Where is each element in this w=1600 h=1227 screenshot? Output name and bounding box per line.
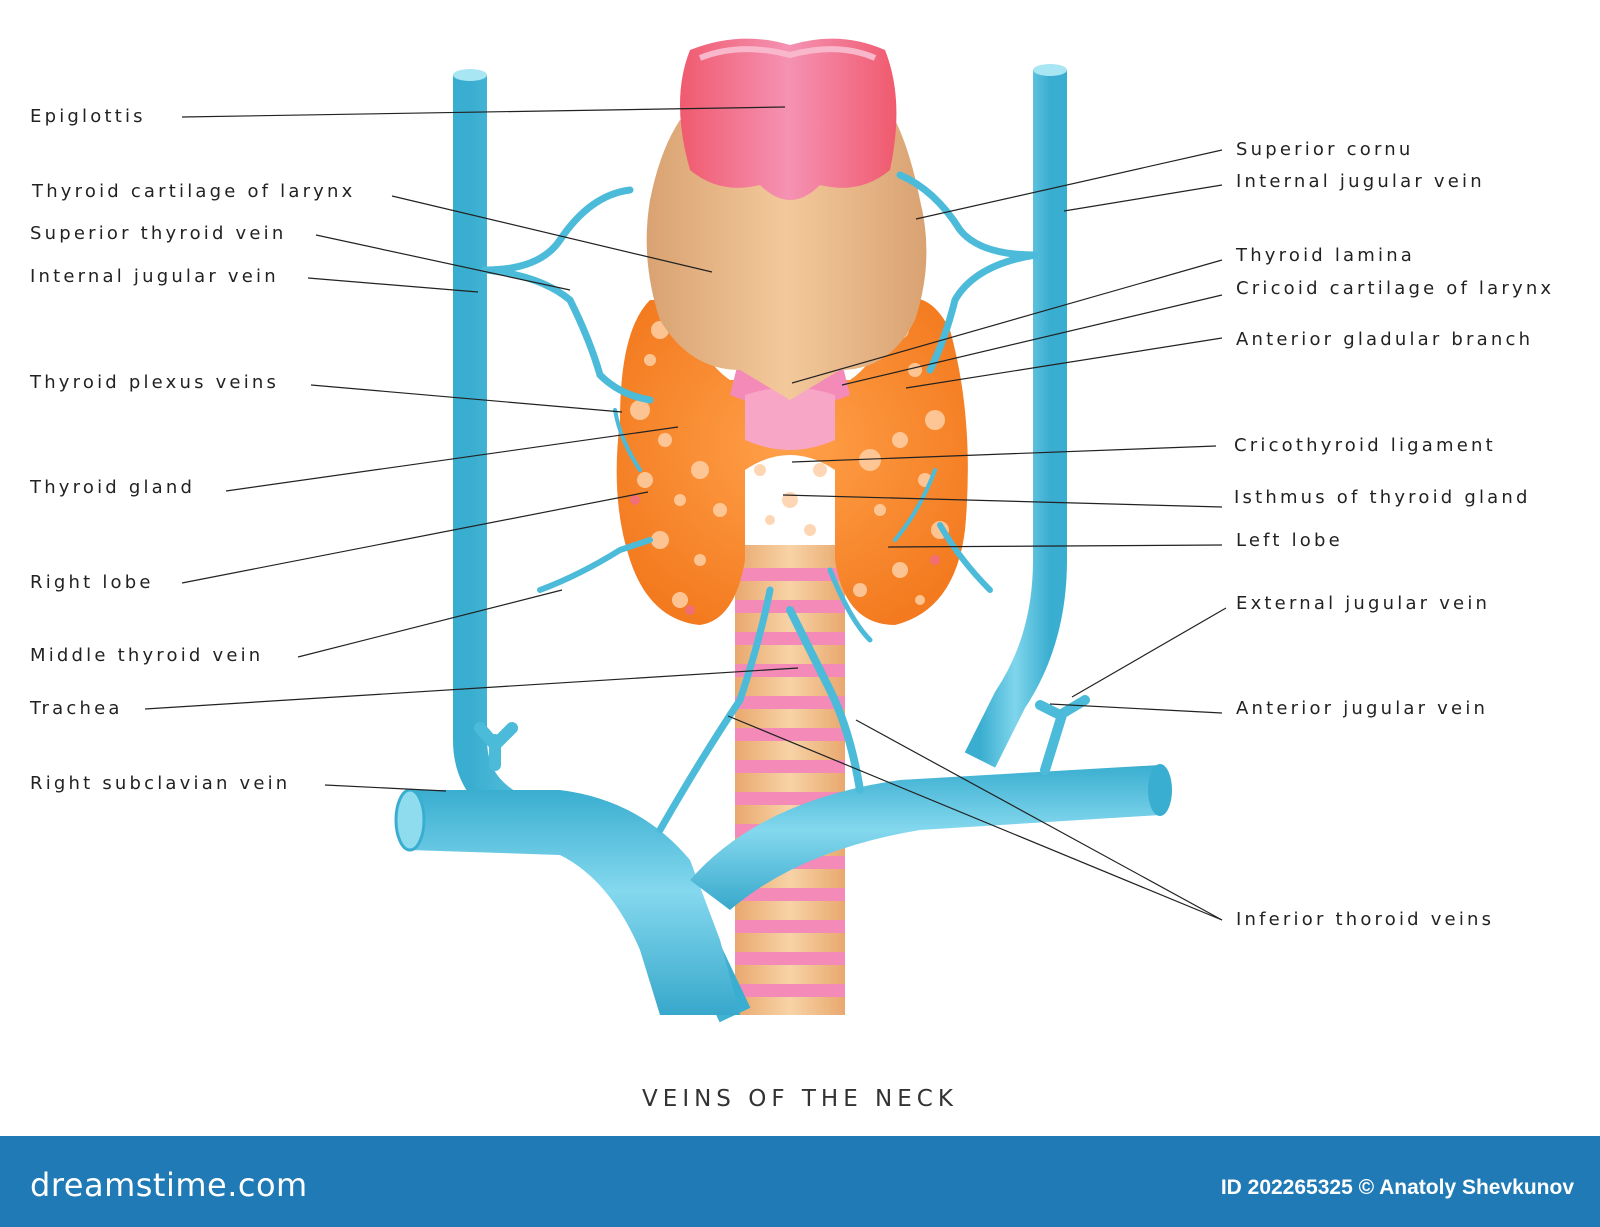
image-credit: ID 202265325 © Anatoly Shevkunov xyxy=(1220,1176,1574,1199)
label-right-lobe: Right lobe xyxy=(30,572,154,593)
label-thyroid-lamina: Thyroid lamina xyxy=(1236,245,1416,266)
label-cricothyroid-ligament: Cricothyroid ligament xyxy=(1234,435,1496,456)
label-isthmus: Isthmus of thyroid gland xyxy=(1234,487,1531,508)
neck-veins-illustration xyxy=(144,38,1227,1023)
small-veins xyxy=(481,171,1039,834)
label-thyroid-gland: Thyroid gland xyxy=(30,477,196,498)
label-epiglottis: Epiglottis xyxy=(30,106,146,127)
label-superior-thyroid-vein: Superior thyroid vein xyxy=(30,223,287,244)
trachea xyxy=(735,545,845,1015)
label-internal-jugular-vein-right: Internal jugular vein xyxy=(1236,171,1485,192)
diagram-stage: Epiglottis Thyroid cartilage of larynx S… xyxy=(30,38,1555,1112)
label-thyroid-cartilage: Thyroid cartilage of larynx xyxy=(32,181,356,202)
label-left-lobe: Left lobe xyxy=(1236,530,1343,551)
label-trachea: Trachea xyxy=(30,698,123,719)
subclavian-veins xyxy=(394,695,1172,1015)
label-anterior-glandular-branch: Anterior gladular branch xyxy=(1236,329,1534,350)
label-middle-thyroid-vein: Middle thyroid vein xyxy=(30,645,264,666)
label-anterior-jugular-vein: Anterior jugular vein xyxy=(1236,698,1489,719)
leader-lines xyxy=(144,106,1227,921)
label-superior-cornu: Superior cornu xyxy=(1236,139,1414,160)
larynx xyxy=(646,38,927,450)
label-right-subclavian-vein: Right subclavian vein xyxy=(30,773,291,794)
label-cricoid-cartilage: Cricoid cartilage of larynx xyxy=(1236,278,1555,299)
label-internal-jugular-vein-left: Internal jugular vein xyxy=(30,266,279,287)
diagram-title: VEINS OF THE NECK xyxy=(642,1086,958,1112)
brand-logo[interactable]: dreamstime.com xyxy=(30,1166,308,1204)
label-thyroid-plexus-veins: Thyroid plexus veins xyxy=(30,372,280,393)
label-inferior-thyroid-veins: Inferior thoroid veins xyxy=(1236,909,1495,930)
footer-bar: dreamstime.com ID 202265325 © Anatoly Sh… xyxy=(0,1136,1600,1227)
label-external-jugular-vein: External jugular vein xyxy=(1236,593,1491,614)
